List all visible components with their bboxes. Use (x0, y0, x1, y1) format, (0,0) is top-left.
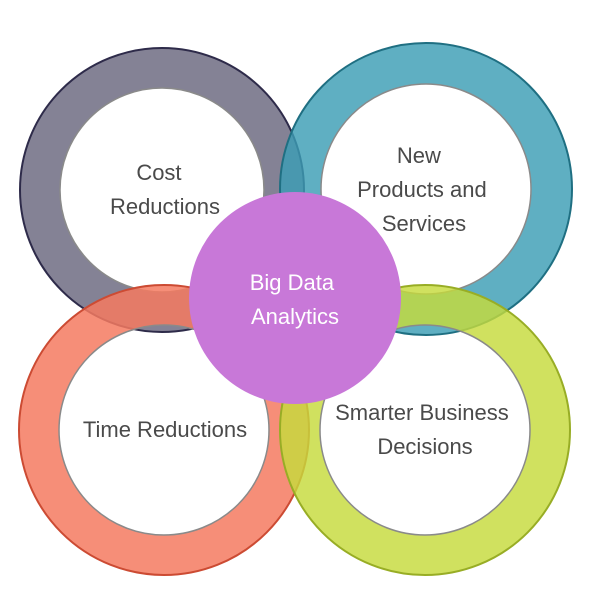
products-label-line2: Products and (357, 177, 487, 202)
time-label: Time Reductions (83, 417, 247, 442)
center-label-line2: Analytics (251, 304, 339, 329)
decisions-label-line2: Decisions (377, 434, 472, 459)
products-label: New Products and Services (357, 143, 493, 236)
ring-decisions-inner-outline (319, 324, 531, 536)
products-label-line3: Services (382, 211, 466, 236)
center-label: Big Data Analytics (250, 270, 341, 329)
ring-decisions-outline (279, 284, 571, 576)
decisions-label-line1: Smarter Business (335, 400, 509, 425)
decisions-label: Smarter Business Decisions (335, 400, 515, 459)
time-label-line1: Time Reductions (83, 417, 247, 442)
ring-time-inner-outline (58, 324, 270, 536)
cost-label: Cost Reductions (110, 160, 220, 219)
products-label-line1: New (397, 143, 441, 168)
center-label-line1: Big Data (250, 270, 335, 295)
cost-label-line1: Cost (136, 160, 181, 185)
cost-label-line2: Reductions (110, 194, 220, 219)
center-circle (189, 192, 401, 404)
